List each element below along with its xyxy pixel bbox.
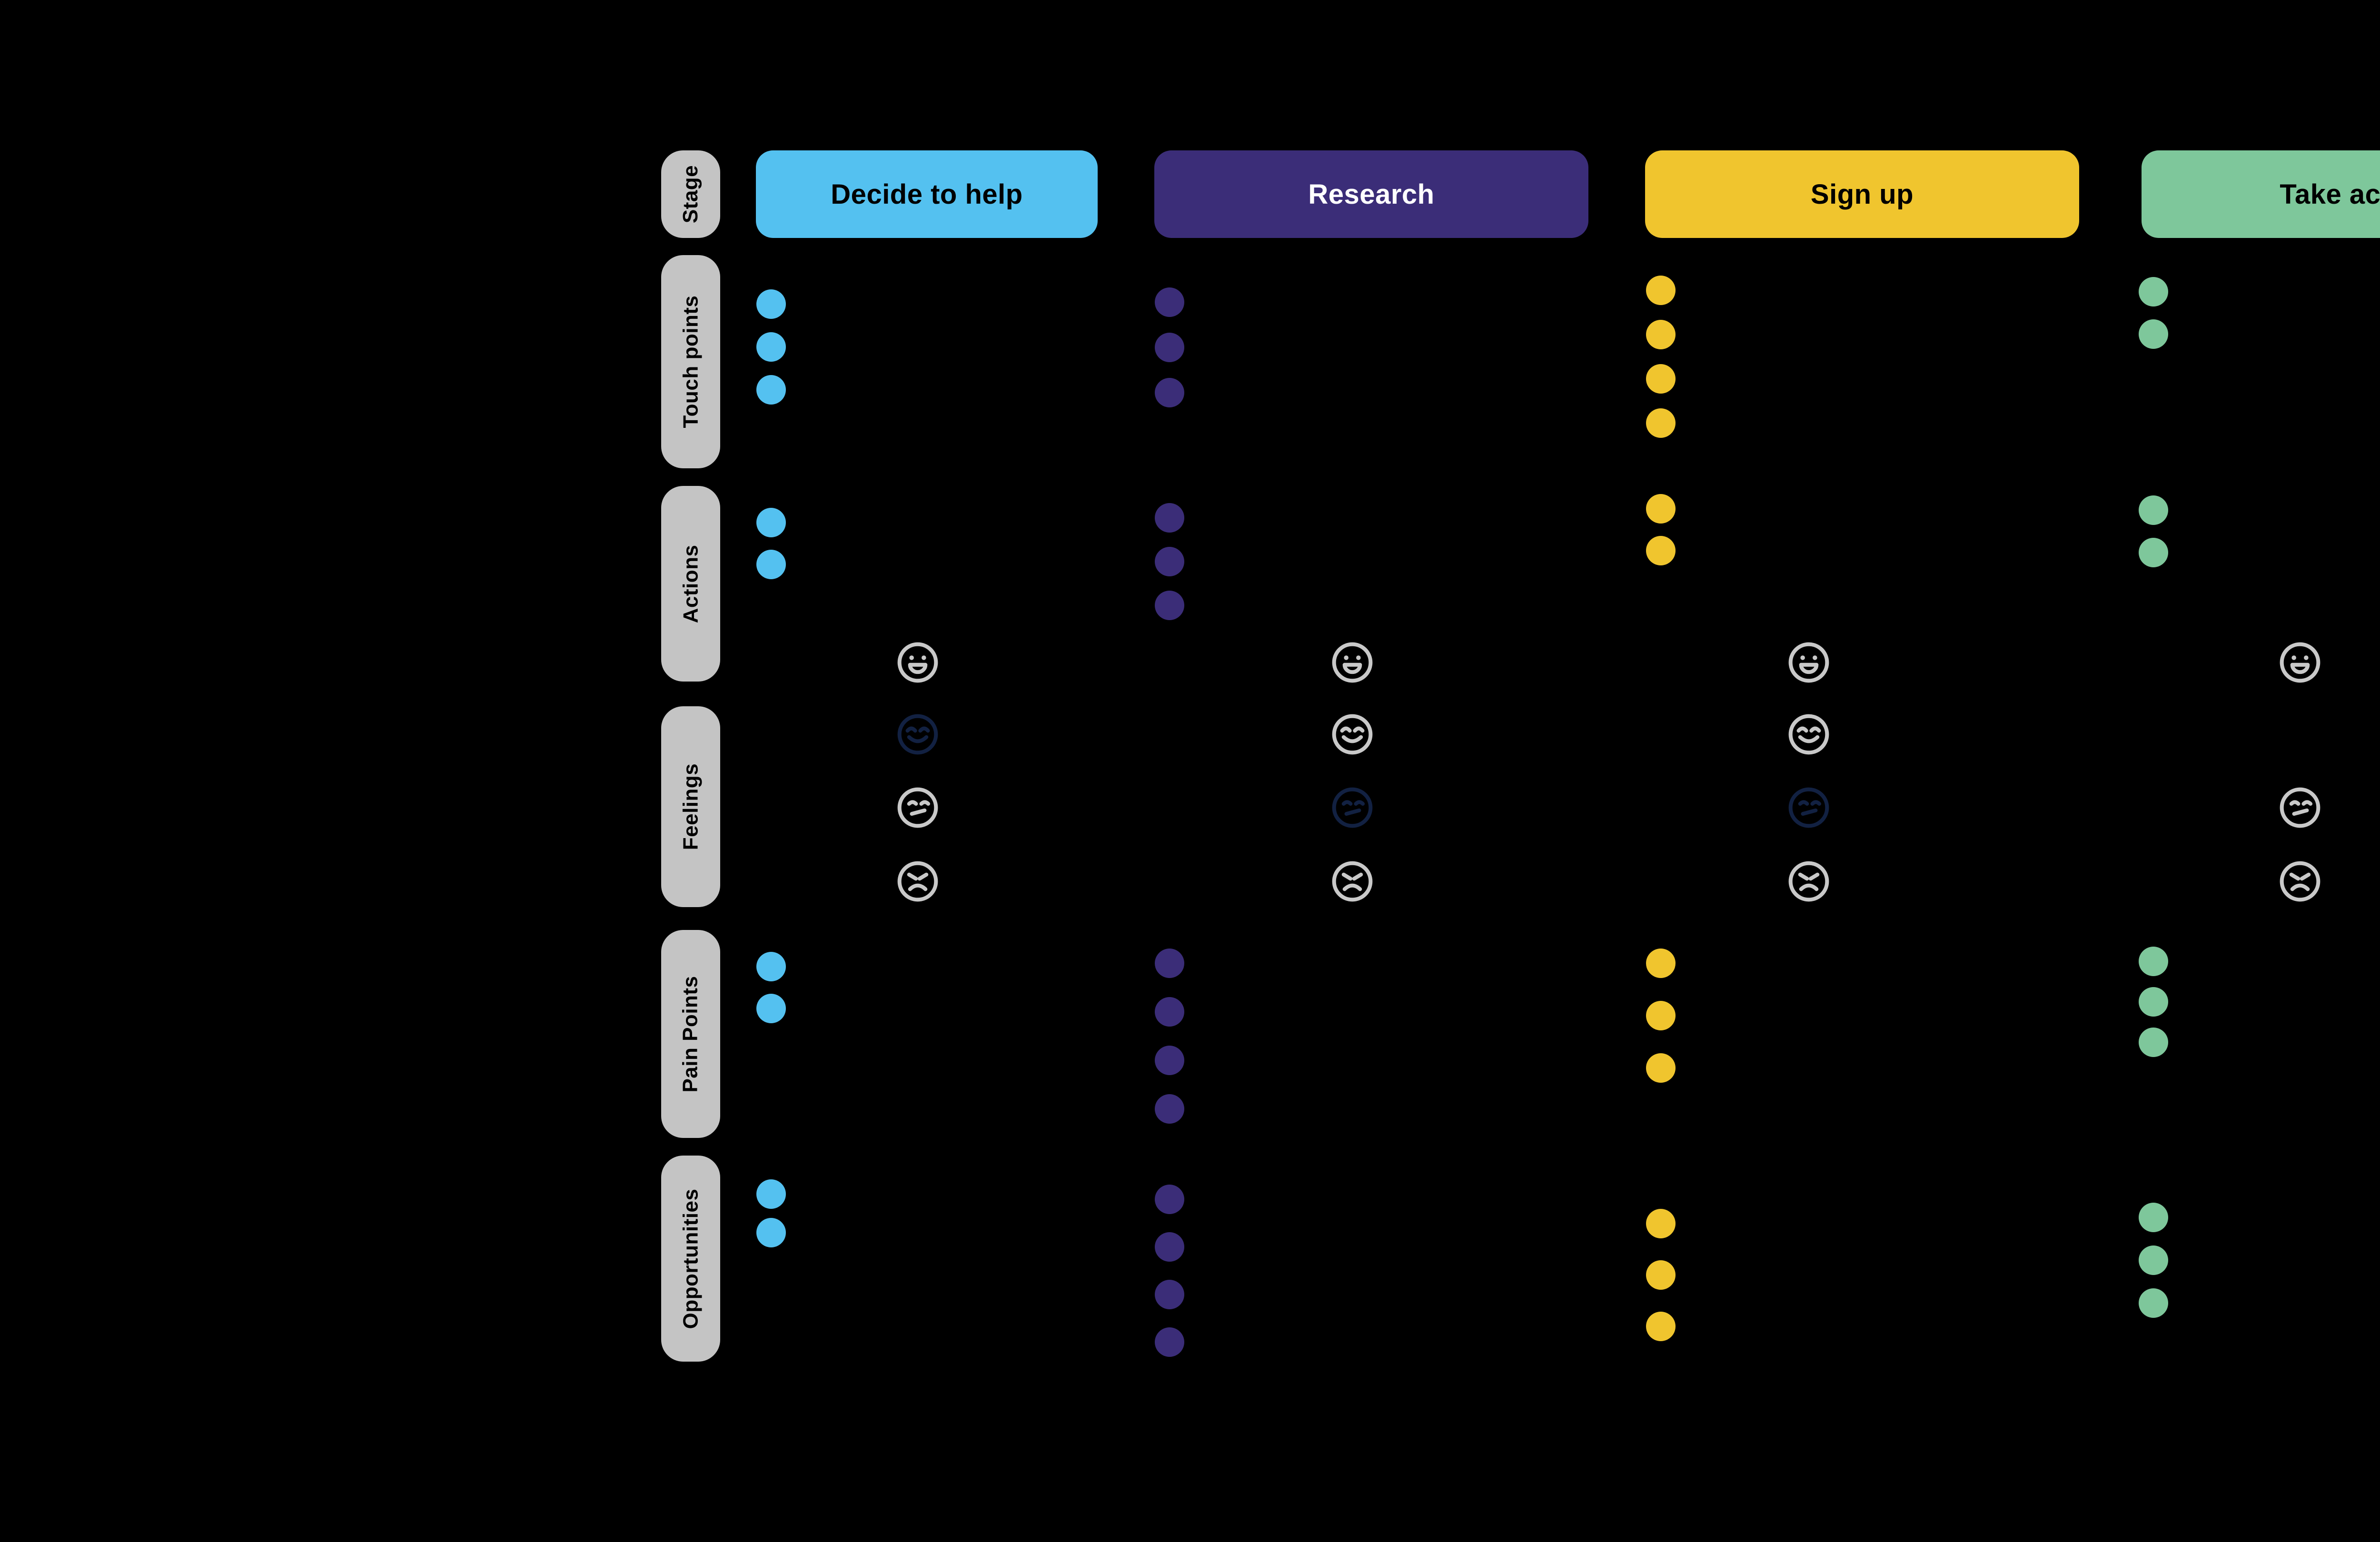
touch-points-dot [1646,320,1676,349]
feeling-smirk-icon[interactable] [1787,786,1831,830]
opportunities-dot [1646,1260,1676,1290]
feeling-angry-icon[interactable] [1330,860,1374,903]
pain-points-dot [1646,1001,1676,1030]
actions-dot [756,508,786,537]
opportunities-dot [2139,1288,2168,1318]
actions-dot [2139,538,2168,567]
opportunities-dot [756,1179,786,1209]
touch-points-dot [2139,277,2168,306]
actions-dot [1155,547,1184,576]
feeling-grin-icon[interactable] [2278,641,2322,684]
pain-points-dot [1155,1046,1184,1075]
row-header-pain-points[interactable]: Pain Points [661,930,720,1138]
opportunities-dot [756,1218,786,1247]
row-header-pain-points-label: Pain Points [679,975,702,1093]
actions-dot [1155,591,1184,620]
opportunities-dot [1646,1209,1676,1238]
stage-header-sign-up[interactable]: Sign up [1645,150,2079,238]
row-header-actions[interactable]: Actions [661,486,720,682]
touch-points-dot [1646,408,1676,438]
pain-points-dot [756,952,786,981]
touch-points-dot [1155,333,1184,362]
row-header-touch-points-label: Touch points [679,295,703,428]
actions-dot [756,550,786,579]
opportunities-dot [1155,1185,1184,1214]
touch-points-dot [1155,378,1184,407]
touch-points-dot [1155,287,1184,317]
row-header-opportunities-label: Opportunities [679,1188,702,1329]
actions-dot [2139,495,2168,525]
stage-header-research[interactable]: Research [1154,150,1588,238]
actions-dot [1646,494,1676,524]
feeling-grin-icon[interactable] [1330,641,1374,684]
opportunities-dot [2139,1245,2168,1275]
feeling-angry-icon[interactable] [1787,860,1831,903]
opportunities-dot [2139,1203,2168,1232]
feeling-content-icon[interactable] [1330,712,1374,756]
actions-dot [1155,503,1184,533]
stage-header-decide-to-help[interactable]: Decide to help [756,150,1098,238]
opportunities-dot [1155,1327,1184,1357]
feeling-smirk-icon[interactable] [896,786,940,830]
touch-points-dot [756,375,786,405]
row-header-stage[interactable]: Stage [661,150,720,238]
row-header-stage-label: Stage [678,165,702,224]
opportunities-dot [1155,1280,1184,1309]
pain-points-dot [1155,949,1184,978]
row-header-opportunities[interactable]: Opportunities [661,1156,720,1362]
touch-points-dot [1646,364,1676,394]
row-header-feelings[interactable]: Feelings [661,706,720,907]
stage-header-take-action[interactable]: Take action [2142,150,2380,238]
feeling-smirk-icon[interactable] [1330,786,1374,830]
feeling-smirk-icon[interactable] [2278,786,2322,830]
feeling-grin-icon[interactable] [1787,641,1831,684]
row-header-feelings-label: Feelings [679,763,702,850]
pain-points-dot [2139,947,2168,976]
feeling-angry-icon[interactable] [896,860,940,903]
pain-points-dot [1646,949,1676,978]
actions-dot [1646,536,1676,565]
touch-points-dot [756,289,786,319]
row-header-touch-points[interactable]: Touch points [661,255,720,468]
pain-points-dot [2139,987,2168,1017]
opportunities-dot [1646,1312,1676,1341]
touch-points-dot [2139,319,2168,349]
pain-points-dot [1155,997,1184,1027]
feeling-content-icon[interactable] [1787,712,1831,756]
pain-points-dot [756,994,786,1023]
pain-points-dot [2139,1028,2168,1057]
pain-points-dot [1646,1053,1676,1083]
feeling-content-icon[interactable] [896,712,940,756]
row-header-actions-label: Actions [679,544,703,623]
opportunities-dot [1155,1232,1184,1262]
touch-points-dot [1646,276,1676,305]
touch-points-dot [756,332,786,362]
pain-points-dot [1155,1094,1184,1124]
feeling-angry-icon[interactable] [2278,860,2322,903]
feeling-grin-icon[interactable] [896,641,940,684]
